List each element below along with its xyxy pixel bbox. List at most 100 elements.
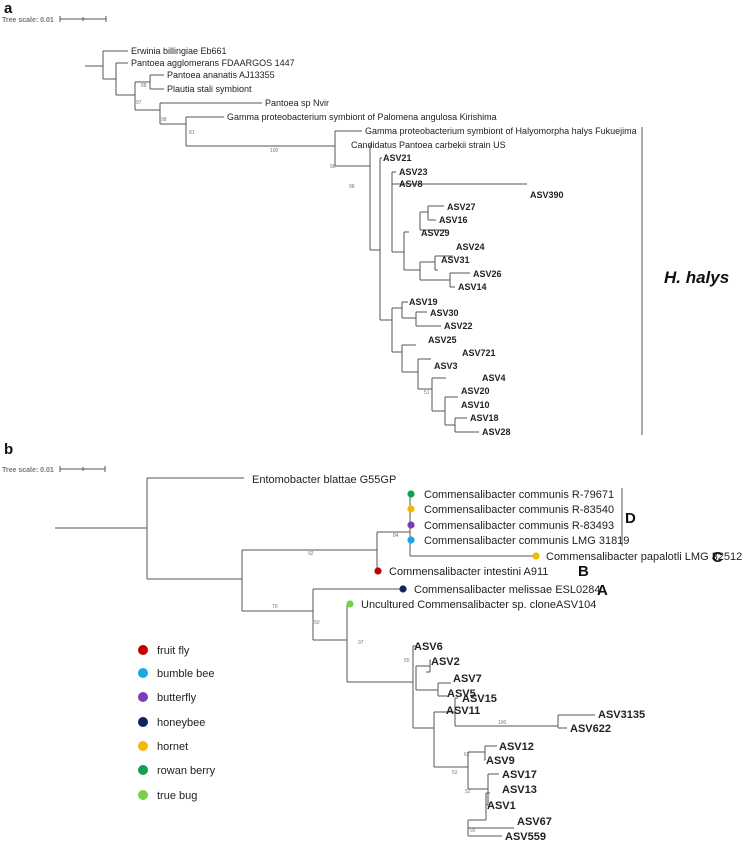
- leaf-label: Candidatus Pantoea carbekii strain US: [351, 140, 506, 150]
- panel-a-scale-label: Tree scale: 0.01: [2, 17, 54, 24]
- leaf-label: ASV3135: [598, 709, 645, 721]
- leaf-label: ASV27: [447, 202, 476, 212]
- legend-swatch-honeybee: [138, 717, 148, 727]
- bootstrap-value: 52: [452, 770, 458, 776]
- legend: fruit fly bumble bee butterfly honeybee …: [138, 645, 216, 802]
- panel-a-tree: [85, 50, 643, 435]
- host-dot-true-bug: [346, 600, 354, 608]
- leaf-label: ASV9: [486, 755, 515, 767]
- bootstrap-value: 62: [464, 752, 470, 758]
- bootstrap-value: 100: [270, 148, 279, 154]
- leaf-label: Pantoea sp Nvir: [265, 98, 329, 108]
- legend-label: butterfly: [157, 692, 197, 704]
- bootstrap-value: 55: [404, 658, 410, 664]
- leaf-label: Gamma proteobacterium symbiont of Halyom…: [365, 126, 637, 136]
- panel-a-label: a: [4, 0, 13, 17]
- leaf-label: Gamma proteobacterium symbiont of Palome…: [227, 112, 497, 122]
- bootstrap-value: 97: [136, 100, 142, 106]
- panel-b-scale-label: Tree scale: 0.01: [2, 467, 54, 474]
- host-dot-hornet: [532, 552, 540, 560]
- clade-label-d: D: [625, 510, 636, 527]
- leaf-label: ASV15: [462, 693, 497, 705]
- legend-label: fruit fly: [157, 645, 190, 657]
- bootstrap-value: 88: [141, 83, 147, 89]
- leaf-label: ASV19: [409, 297, 438, 307]
- legend-swatch-butterfly: [138, 692, 148, 702]
- panel-a-bootstrap-values: 88 97 98 81 100 98 98 51: [136, 83, 430, 396]
- leaf-label: Commensalibacter communis LMG 31819: [424, 535, 629, 547]
- leaf-label: ASV30: [430, 308, 459, 318]
- leaf-label: ASV28: [482, 427, 511, 437]
- leaf-label: Entomobacter blattae G55GP: [252, 474, 396, 486]
- leaf-label: ASV1: [487, 800, 516, 812]
- legend-swatch-hornet: [138, 741, 148, 751]
- bootstrap-value: 81: [189, 130, 195, 136]
- leaf-label: Commensalibacter communis R-79671: [424, 489, 614, 501]
- leaf-label: Uncultured Commensalibacter sp. cloneASV…: [361, 599, 596, 611]
- leaf-label: Commensalibacter papalotli LMG 32512: [546, 551, 742, 563]
- leaf-label: ASV20: [461, 386, 490, 396]
- bootstrap-value: 52: [465, 789, 471, 795]
- legend-label: honeybee: [157, 717, 205, 729]
- leaf-label: ASV16: [439, 215, 468, 225]
- leaf-label: ASV12: [499, 741, 534, 753]
- leaf-label: Commensalibacter melissae ESL0284: [414, 584, 600, 596]
- leaf-label: Erwinia billingiae Eb661: [131, 46, 227, 56]
- legend-label: rowan berry: [157, 765, 216, 777]
- leaf-label: ASV4: [482, 373, 506, 383]
- panel-b-host-dots: [346, 490, 540, 608]
- leaf-label: ASV11: [446, 705, 480, 717]
- panel-a-leaf-labels: Erwinia billingiae Eb661 Pantoea agglome…: [131, 46, 637, 437]
- bootstrap-value: 51: [424, 390, 430, 396]
- host-dot-butterfly: [407, 521, 415, 529]
- bootstrap-value: 84: [393, 533, 399, 539]
- leaf-label: ASV24: [456, 242, 485, 252]
- legend-label: bumble bee: [157, 668, 215, 680]
- leaf-label: Commensalibacter communis R-83540: [424, 504, 614, 516]
- panel-b-tree: [55, 477, 623, 837]
- host-dot-honeybee: [399, 585, 407, 593]
- leaf-label: ASV22: [444, 321, 473, 331]
- panel-a-scale-bar: [59, 16, 107, 22]
- leaf-label: Commensalibacter intestini A911: [389, 566, 548, 578]
- leaf-label: ASV21: [383, 153, 412, 163]
- leaf-label: ASV7: [453, 673, 482, 685]
- bootstrap-value: 50: [314, 620, 320, 626]
- leaf-label: ASV622: [570, 723, 611, 735]
- leaf-label: ASV29: [421, 228, 450, 238]
- legend-swatch-true-bug: [138, 790, 148, 800]
- leaf-label: ASV13: [502, 784, 537, 796]
- leaf-label: ASV8: [399, 179, 423, 189]
- host-dot-fruit-fly: [374, 567, 382, 575]
- legend-label: hornet: [157, 741, 188, 753]
- leaf-label: ASV23: [399, 167, 428, 177]
- leaf-label: Pantoea ananatis AJ13355: [167, 70, 275, 80]
- leaf-label: ASV26: [473, 269, 502, 279]
- bootstrap-value: 97: [358, 640, 364, 646]
- leaf-label: ASV5: [447, 688, 476, 700]
- legend-label: true bug: [157, 790, 197, 802]
- bootstrap-value: 100: [498, 720, 507, 726]
- leaf-label: ASV390: [530, 190, 564, 200]
- leaf-label: ASV17: [502, 769, 537, 781]
- bootstrap-value: 98: [349, 184, 355, 190]
- leaf-label: ASV67: [517, 816, 552, 828]
- leaf-label: Commensalibacter communis R-83493: [424, 520, 614, 532]
- host-dot-rowan-berry: [407, 490, 415, 498]
- leaf-label: Pantoea agglomerans FDAARGOS 1447: [131, 58, 295, 68]
- leaf-label: ASV14: [458, 282, 487, 292]
- bootstrap-value: 92: [470, 828, 476, 834]
- bootstrap-value: 98: [161, 117, 167, 123]
- legend-swatch-fruit-fly: [138, 645, 148, 655]
- leaf-label: ASV3: [434, 361, 458, 371]
- clade-label-c: C: [712, 549, 723, 566]
- clade-label-h-halys: H. halys: [664, 268, 729, 287]
- legend-swatch-bumble-bee: [138, 668, 148, 678]
- panel-b-bootstrap-values: 92 84 70 50 97 55 100 62 52 52 92: [272, 533, 507, 834]
- panel-b-label: b: [4, 441, 13, 458]
- leaf-label: ASV25: [428, 335, 457, 345]
- host-dot-hornet: [407, 505, 415, 513]
- legend-swatch-rowan-berry: [138, 765, 148, 775]
- leaf-label: Plautia stali symbiont: [167, 84, 252, 94]
